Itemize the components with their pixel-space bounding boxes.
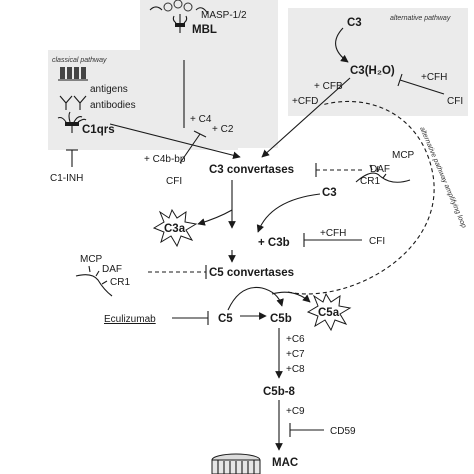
c3-substrate-label: C3 <box>322 187 337 199</box>
c8-label: +C8 <box>286 364 305 375</box>
c3b-cfh-label: +CFH <box>320 228 346 239</box>
classical-pathway-header: classical pathway <box>52 57 107 64</box>
classical-pathway-box <box>48 50 238 150</box>
alt-cfh-inhibition-line <box>399 79 445 95</box>
c5conv-regulator-spikes-icon <box>88 265 108 285</box>
c7-label: +C7 <box>286 349 305 360</box>
masp-icon <box>149 0 209 15</box>
c5b8-label: C5b-8 <box>263 386 296 398</box>
c3conv-daf-label: DAF <box>370 164 390 175</box>
c9-label: +C9 <box>286 406 305 417</box>
c4bbp-label: + C4b-bp <box>144 154 186 165</box>
c5a-burst-icon <box>306 292 352 332</box>
cfb-label: + CFB <box>314 81 343 92</box>
eculizumab-label: Eculizumab <box>104 314 156 325</box>
amplifying-loop-label: alternative pathway amplifying loop <box>418 126 467 229</box>
c5a-release-arrow <box>271 291 311 303</box>
alternative-pathway-header: alternative pathway <box>390 15 451 22</box>
antigens-label: antigens <box>90 84 128 95</box>
c3b-label: + C3b <box>258 237 290 249</box>
antibodies-icon <box>59 95 87 110</box>
c3-cleavage-arrow <box>256 193 321 233</box>
c3-alt-label: C3 <box>347 17 362 29</box>
c3conv-cr1-label: CR1 <box>360 176 380 187</box>
c5-convertases-label: C5 convertases <box>209 267 294 279</box>
c3a-label: C3a <box>164 223 186 235</box>
c5b-label: C5b <box>270 313 292 325</box>
c1qrs-icon <box>57 111 87 133</box>
c3-convertases-label: C3 convertases <box>209 164 294 176</box>
c5-cleavage-arrow <box>227 286 284 311</box>
mac-pore-icon <box>211 453 261 474</box>
c5conv-membrane-icon <box>75 274 113 297</box>
masp-label: MASP-1/2 <box>201 10 247 21</box>
alt-cfi-label: CFI <box>447 96 463 107</box>
c4bbp-inhibition-line <box>179 133 201 164</box>
c5a-label: C5a <box>318 307 340 319</box>
mid-cfi-label: CFI <box>166 176 182 187</box>
mbl-label: MBL <box>192 24 217 36</box>
antibodies-label: antibodies <box>90 100 136 111</box>
alt-cfh-inhibition-bar <box>397 73 403 87</box>
c1qrs-label: C1qrs <box>82 124 115 136</box>
c5-label: C5 <box>218 313 233 325</box>
c6-label: +C6 <box>286 334 305 345</box>
c5conv-mcp-label: MCP <box>80 254 103 265</box>
amplifying-loop-arc <box>287 100 435 295</box>
mac-label: MAC <box>272 457 298 469</box>
c4-label: + C4 <box>190 114 212 125</box>
c3a-burst-icon <box>152 208 198 248</box>
c5conv-daf-label: DAF <box>102 264 122 275</box>
c3conv-regulator-spikes-icon <box>369 164 387 179</box>
classical-to-c3conv-arrow <box>109 123 241 160</box>
c3-hydrolysis-arrow <box>335 27 349 63</box>
alt-to-c3conv-arrow <box>261 77 351 158</box>
c3conv-membrane-icon <box>355 172 411 183</box>
alt-cfh-label: +CFH <box>421 72 447 83</box>
c3a-release-arrow <box>197 209 233 226</box>
cfd-label: +CFD <box>292 96 318 107</box>
antigens-icon <box>58 67 88 81</box>
mbl-icon <box>172 14 188 33</box>
c1inh-label: C1-INH <box>50 173 83 184</box>
c5conv-cr1-label: CR1 <box>110 277 130 288</box>
c3b-cfi-label: CFI <box>369 236 385 247</box>
c3h2o-label: C3(H₂O) <box>350 65 395 77</box>
c4bbp-inhibition-bar <box>193 130 207 138</box>
c2-label: + C2 <box>212 124 234 135</box>
alternative-pathway-box <box>288 8 468 116</box>
c3conv-mcp-label: MCP <box>392 150 415 161</box>
cd59-label: CD59 <box>330 426 356 437</box>
